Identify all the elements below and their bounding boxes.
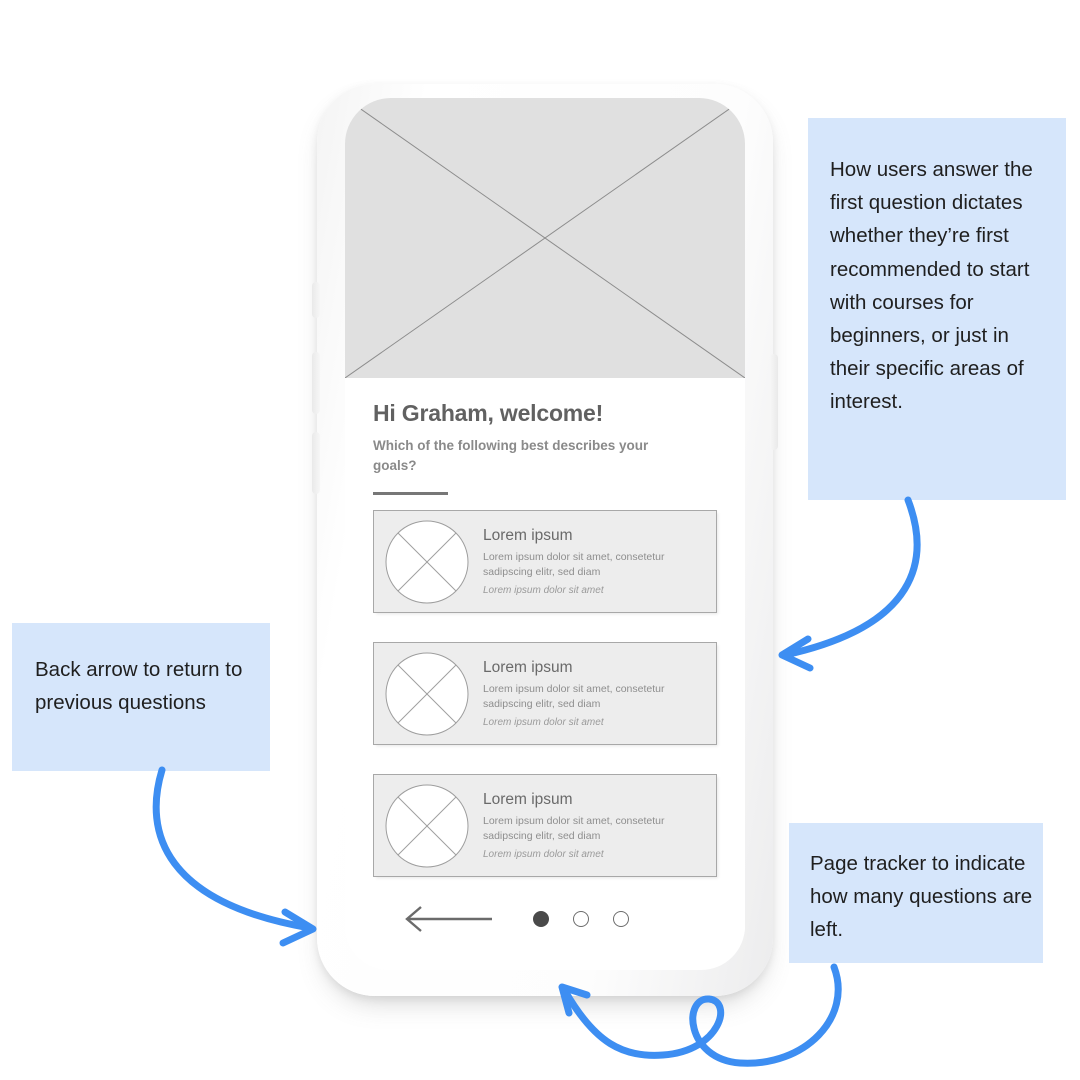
hero-placeholder-image xyxy=(345,98,745,378)
options-list: Lorem ipsum Lorem ipsum dolor sit amet, … xyxy=(373,510,717,878)
volume-down-button[interactable] xyxy=(312,432,320,494)
option-card-caption: Lorem ipsum dolor sit amet xyxy=(483,849,604,861)
option-card[interactable]: Lorem ipsum Lorem ipsum dolor sit amet, … xyxy=(373,774,717,878)
page-dot-1[interactable] xyxy=(533,911,549,928)
annotation-page-tracker: Page tracker to indicate how many questi… xyxy=(789,823,1043,963)
option-card[interactable]: Lorem ipsum Lorem ipsum dolor sit amet, … xyxy=(373,510,717,614)
curved-arrow-down-right-icon xyxy=(152,766,317,947)
screen-content: Hi Graham, welcome! Which of the followi… xyxy=(345,378,745,935)
mute-switch-button[interactable] xyxy=(312,282,320,318)
page-tracker xyxy=(533,911,629,928)
page-title: Hi Graham, welcome! xyxy=(373,400,604,426)
option-card-title: Lorem ipsum xyxy=(483,659,573,677)
option-card-body: Lorem ipsum dolor sit amet, consetetur s… xyxy=(483,551,665,578)
power-button[interactable] xyxy=(770,354,778,450)
page-dot-3[interactable] xyxy=(613,911,629,928)
title-underline-rule xyxy=(373,492,448,496)
option-card-text: Lorem ipsum Lorem ipsum dolor sit amet, … xyxy=(483,659,716,728)
option-card-body: Lorem ipsum dolor sit amet, consetetur s… xyxy=(483,683,665,710)
placeholder-circle-x-icon xyxy=(385,520,469,604)
option-card-caption: Lorem ipsum dolor sit amet xyxy=(483,585,604,597)
option-card-text: Lorem ipsum Lorem ipsum dolor sit amet, … xyxy=(483,527,716,596)
option-card-body: Lorem ipsum dolor sit amet, consetetur s… xyxy=(483,815,665,842)
page-dot-2[interactable] xyxy=(573,911,589,928)
question-text: Which of the following best describes yo… xyxy=(373,438,649,473)
phone-screen: Hi Graham, welcome! Which of the followi… xyxy=(345,98,745,970)
option-card-title: Lorem ipsum xyxy=(483,791,573,809)
annotation-back-arrow: Back arrow to return to previous questio… xyxy=(12,623,270,771)
placeholder-circle-x-icon xyxy=(385,652,469,736)
phone-mockup: Hi Graham, welcome! Which of the followi… xyxy=(312,84,778,996)
option-card-title: Lorem ipsum xyxy=(483,527,573,545)
option-card-caption: Lorem ipsum dolor sit amet xyxy=(483,717,604,729)
option-card-text: Lorem ipsum Lorem ipsum dolor sit amet, … xyxy=(483,791,716,860)
back-arrow-icon[interactable] xyxy=(401,904,494,934)
bottom-navigation xyxy=(373,877,717,934)
annotation-recommendation: How users answer the first question dict… xyxy=(808,118,1066,500)
curved-arrow-down-left-icon xyxy=(778,496,921,672)
volume-up-button[interactable] xyxy=(312,352,320,414)
image-placeholder-x-icon xyxy=(345,98,745,378)
option-card[interactable]: Lorem ipsum Lorem ipsum dolor sit amet, … xyxy=(373,642,717,746)
placeholder-circle-x-icon xyxy=(385,784,469,868)
